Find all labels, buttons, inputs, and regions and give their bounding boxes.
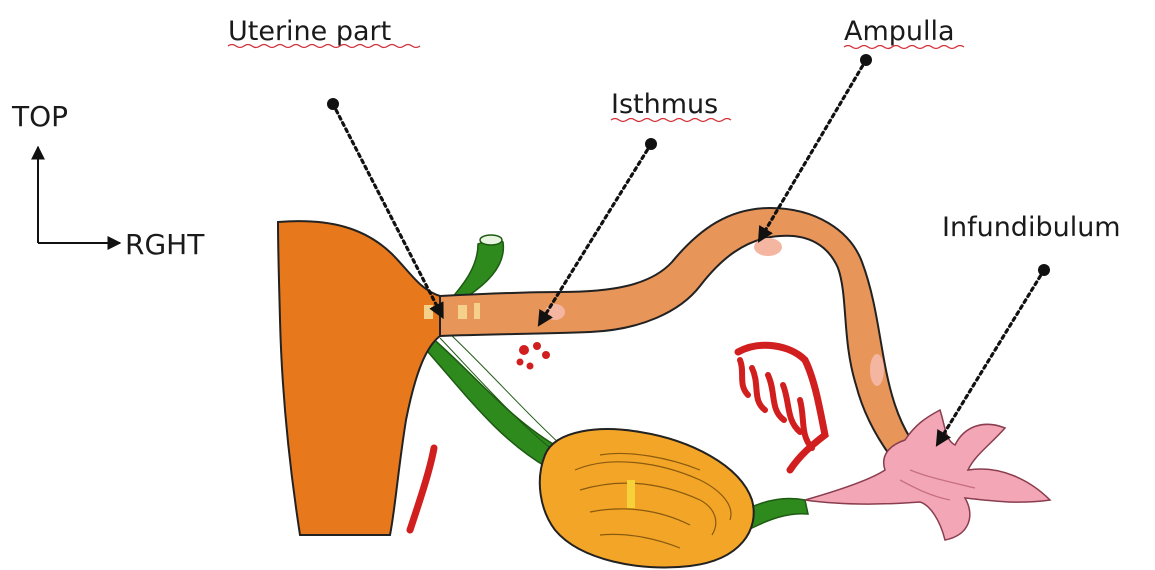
orientation-axes: TOP RGHT xyxy=(11,100,205,261)
uterine-part-marker xyxy=(474,303,480,319)
ovary-follicle xyxy=(627,480,635,508)
ampulla-highlight xyxy=(754,238,782,256)
tube-highlight xyxy=(870,354,884,386)
right-direction-label: RGHT xyxy=(125,228,205,261)
ovarian-ligament xyxy=(428,336,560,468)
top-direction-label: TOP xyxy=(11,100,68,133)
ligament-cut-end xyxy=(480,235,502,245)
ampulla-label: Ampulla xyxy=(844,16,955,47)
fimbriae xyxy=(805,410,1050,540)
uterine-part-label: Uterine part xyxy=(228,16,391,47)
ovary xyxy=(540,429,754,567)
uterine-part-marker xyxy=(424,305,433,319)
uterine-part-marker xyxy=(458,305,467,319)
ampulla-pointer xyxy=(762,60,866,236)
infundibulum-label: Infundibulum xyxy=(942,212,1121,243)
isthmus-label: Isthmus xyxy=(611,89,718,120)
infundibulum-pointer xyxy=(940,270,1044,440)
